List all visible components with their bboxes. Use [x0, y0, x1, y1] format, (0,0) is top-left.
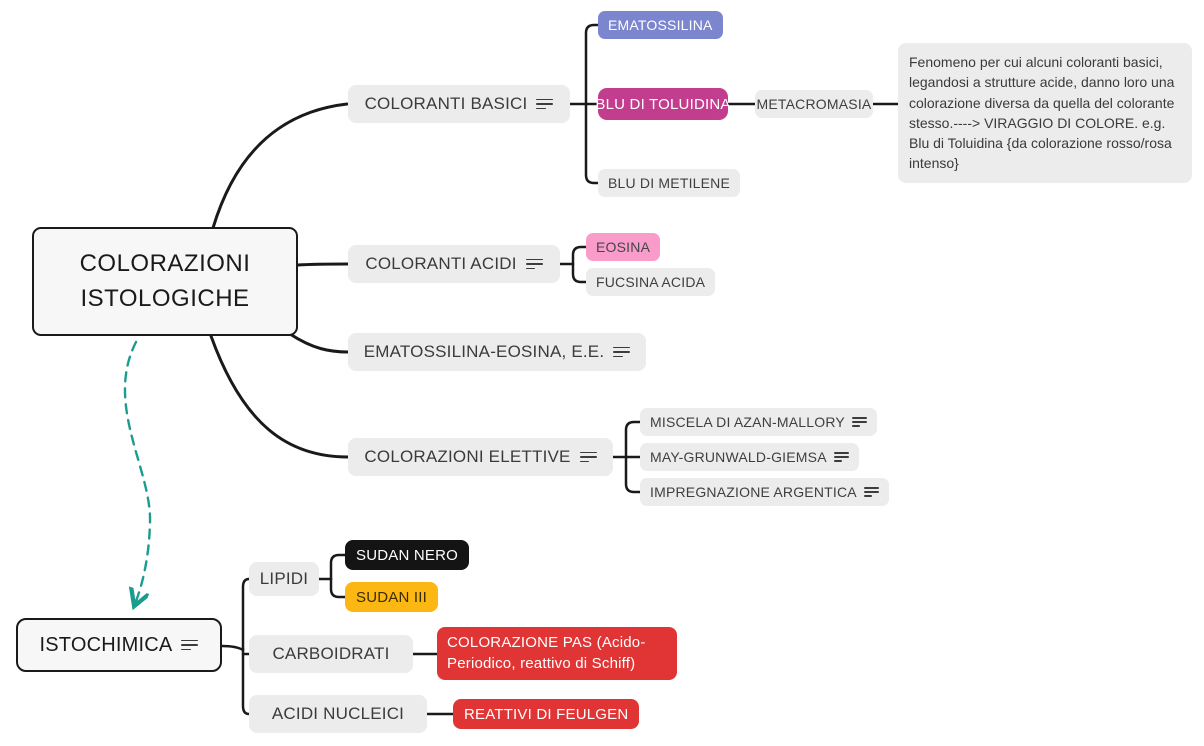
node-label: EOSINA [596, 239, 651, 255]
node-acidi-nucleici[interactable]: ACIDI NUCLEICI [249, 695, 427, 733]
notes-icon[interactable] [181, 639, 199, 651]
node-colorazioni-elettive[interactable]: COLORAZIONI ELETTIVE [348, 438, 613, 476]
node-label: COLORAZIONI ELETTIVE [364, 447, 571, 466]
connector-elettive-miscela [624, 420, 642, 459]
connector-root-colorazioni-elettive [209, 334, 350, 459]
connector-lipidi-sudan-iii [329, 577, 347, 599]
node-miscela-azan-mallory[interactable]: MISCELA DI AZAN-MALLORY [640, 408, 877, 436]
node-label: ACIDI NUCLEICI [271, 704, 405, 723]
node-coloranti-basici[interactable]: COLORANTI BASICI [348, 85, 570, 123]
node-label: BLU DI TOLUIDINA [595, 95, 731, 113]
node-istochimica[interactable]: ISTOCHIMICA [16, 618, 222, 672]
node-label: BLU DI METILENE [608, 175, 731, 191]
node-ematossilina[interactable]: EMATOSSILINA [598, 11, 723, 39]
node-carboidrati[interactable]: CARBOIDRATI [249, 635, 413, 673]
node-label: SUDAN NERO [356, 546, 459, 564]
node-label: SUDAN III [356, 588, 427, 606]
node-sudan-nero[interactable]: SUDAN NERO [345, 540, 470, 570]
node-label: EMATOSSILINA [608, 17, 713, 33]
node-metacromasia[interactable]: METACROMASIA [755, 90, 873, 118]
node-colorazione-pas[interactable]: COLORAZIONE PAS (Acido-Periodico, reatti… [437, 627, 677, 680]
connector-acidi-eosina [571, 245, 588, 266]
node-label: MAY-GRUNWALD-GIEMSA [650, 449, 827, 465]
notes-icon[interactable] [579, 451, 597, 463]
node-label: LIPIDI [259, 569, 309, 588]
node-label: REATTIVI DI FEULGEN [464, 705, 629, 723]
notes-icon[interactable] [536, 98, 554, 110]
connector-root-coloranti-basici [211, 102, 349, 230]
note-metacromasia[interactable]: Fenomeno per cui alcuni coloranti basici… [898, 43, 1192, 183]
node-label: COLORANTI BASICI [364, 94, 528, 113]
connector-elettive-argentica [624, 455, 642, 494]
connector-root-coloranti-acidi [296, 262, 350, 267]
node-root-colorazioni-istologiche[interactable]: COLORAZIONI ISTOLOGICHE [32, 227, 298, 336]
node-label: FUCSINA ACIDA [596, 274, 706, 290]
node-label: EMATOSSILINA-EOSINA, E.E. [363, 342, 605, 361]
node-fucsina-acida[interactable]: FUCSINA ACIDA [586, 268, 716, 296]
node-label: COLORAZIONE PAS (Acido-Periodico, reatti… [447, 634, 646, 672]
cross-link-arrow-root-istochimica [123, 340, 152, 604]
node-label: IMPREGNAZIONE ARGENTICA [650, 484, 857, 500]
notes-icon[interactable] [851, 416, 867, 428]
connector-basici-metilene [584, 102, 600, 185]
node-label: CARBOIDRATI [272, 644, 390, 663]
node-may-grunwald-giemsa[interactable]: MAY-GRUNWALD-GIEMSA [640, 443, 859, 471]
root-label: COLORAZIONI ISTOLOGICHE [79, 249, 251, 312]
node-coloranti-acidi[interactable]: COLORANTI ACIDI [348, 245, 560, 283]
notes-icon[interactable] [863, 486, 879, 498]
connector-basici-ematossilina [584, 23, 600, 106]
node-label: METACROMASIA [756, 96, 872, 112]
node-reattivi-di-feulgen[interactable]: REATTIVI DI FEULGEN [453, 699, 640, 729]
connector-root-ematossilina-eosina [288, 332, 350, 354]
node-ematossilina-eosina[interactable]: EMATOSSILINA-EOSINA, E.E. [348, 333, 646, 371]
connector-istochimica-lipidi [241, 577, 251, 652]
notes-icon[interactable] [613, 346, 631, 358]
node-eosina[interactable]: EOSINA [586, 233, 661, 261]
connector-lipidi-sudan-nero [329, 553, 347, 581]
node-label: COLORANTI ACIDI [365, 254, 517, 273]
notes-icon[interactable] [833, 451, 849, 463]
node-lipidi[interactable]: LIPIDI [249, 562, 319, 596]
notes-icon[interactable] [525, 258, 543, 270]
note-text: Fenomeno per cui alcuni coloranti basici… [909, 54, 1175, 172]
node-impregnazione-argentica[interactable]: IMPREGNAZIONE ARGENTICA [640, 478, 889, 506]
node-blu-di-toluidina[interactable]: BLU DI TOLUIDINA [595, 88, 731, 120]
connector-acidi-fucsina [571, 262, 588, 284]
node-label: MISCELA DI AZAN-MALLORY [650, 414, 845, 430]
node-label: ISTOCHIMICA [39, 633, 173, 656]
node-sudan-iii[interactable]: SUDAN III [345, 582, 438, 612]
node-blu-di-metilene[interactable]: BLU DI METILENE [598, 169, 741, 197]
connector-istochimica-stem [220, 644, 245, 652]
